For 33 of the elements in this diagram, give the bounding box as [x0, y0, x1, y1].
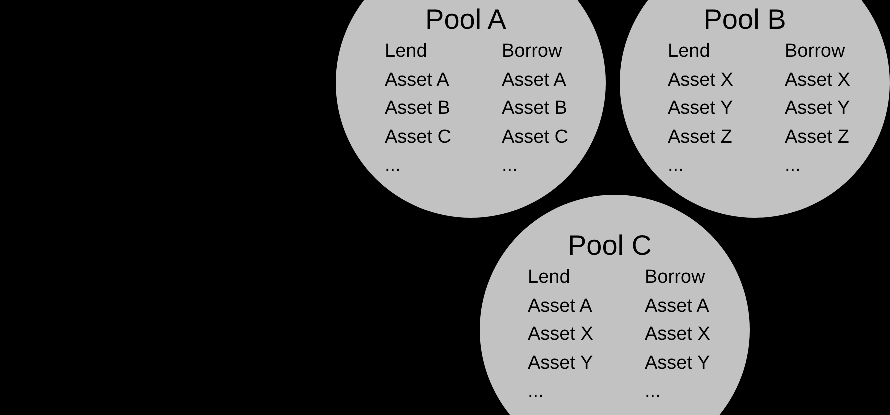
asset-label: Asset B — [502, 97, 568, 121]
column-heading: Lend — [385, 40, 428, 64]
asset-label: Asset A — [645, 294, 710, 318]
asset-label: ... — [502, 154, 518, 178]
asset-label: Asset X — [668, 68, 734, 92]
column-heading: Borrow — [502, 40, 562, 64]
asset-label: Asset Y — [668, 97, 734, 121]
asset-label: Asset Y — [645, 352, 710, 376]
asset-label: Asset Z — [785, 126, 850, 150]
asset-label: Asset Z — [668, 126, 732, 150]
asset-label: Asset A — [502, 68, 566, 92]
asset-label: Asset X — [645, 323, 710, 347]
asset-label: Asset A — [528, 294, 592, 318]
column-heading: Lend — [528, 266, 570, 290]
asset-label: ... — [668, 154, 684, 178]
asset-label: Asset X — [785, 68, 850, 92]
asset-label: Asset C — [502, 126, 569, 150]
asset-label: Asset X — [528, 323, 594, 347]
column-heading: Borrow — [785, 40, 846, 64]
asset-label: Asset Y — [528, 352, 594, 376]
asset-label: ... — [385, 154, 401, 178]
asset-label: ... — [645, 380, 661, 404]
asset-label: Asset C — [385, 126, 452, 150]
pool-title: Pool A — [426, 4, 506, 35]
column-heading: Lend — [668, 40, 710, 64]
asset-label: Asset Y — [785, 97, 850, 121]
pool-title: Pool C — [568, 230, 652, 261]
pool-title: Pool B — [704, 4, 786, 35]
asset-label: ... — [528, 380, 544, 404]
asset-label: ... — [785, 154, 801, 178]
asset-label: Asset B — [385, 97, 450, 121]
asset-label: Asset A — [385, 68, 450, 92]
column-heading: Borrow — [645, 266, 706, 290]
